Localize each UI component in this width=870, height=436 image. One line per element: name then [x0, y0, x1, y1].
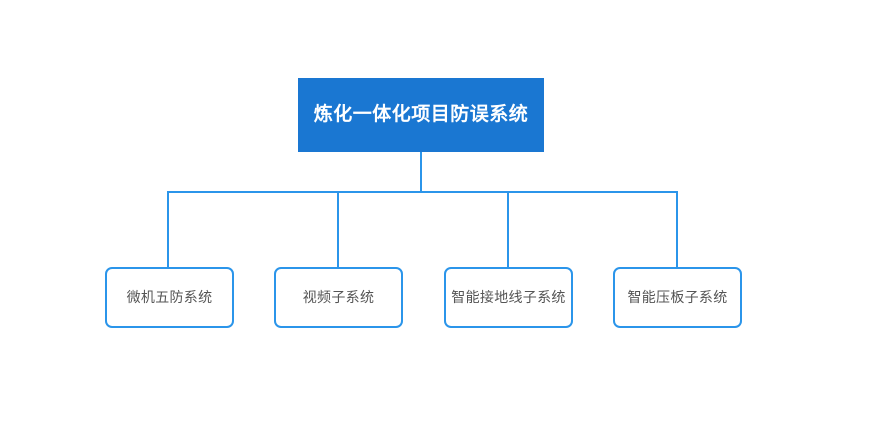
- child-node-4-label: 智能压板子系统: [627, 289, 728, 306]
- child-node-3-label: 智能接地线子系统: [451, 289, 566, 306]
- child-node-1[interactable]: 微机五防系统: [105, 267, 234, 328]
- root-node-label: 炼化一体化项目防误系统: [313, 103, 529, 125]
- child-node-4[interactable]: 智能压板子系统: [613, 267, 742, 328]
- child-node-2-label: 视频子系统: [302, 289, 375, 306]
- root-node[interactable]: 炼化一体化项目防误系统: [298, 78, 544, 152]
- child-node-3[interactable]: 智能接地线子系统: [444, 267, 573, 328]
- child-node-2[interactable]: 视频子系统: [274, 267, 403, 328]
- child-node-1-label: 微机五防系统: [126, 289, 213, 306]
